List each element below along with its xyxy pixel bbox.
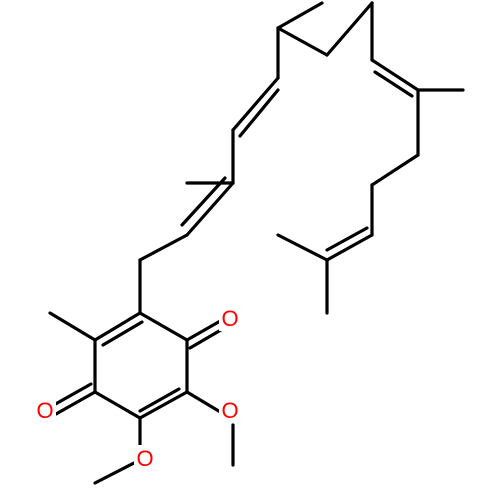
bond-layer [48, 1, 465, 485]
atom-label-layer: O O O O [34, 305, 241, 471]
methoxy-oxygen-right: O [219, 397, 241, 423]
ring-bond-c4-c5 [93, 390, 142, 420]
ketone-oxygen-upper-label: O [221, 306, 238, 331]
chain-bond-10 [370, 58, 420, 92]
chain-double-5 [238, 88, 280, 138]
methoxy-oxygen-left: O [134, 445, 156, 471]
chain-bond-8 [325, 1, 374, 57]
ketone-oxygen-upper: O [219, 305, 241, 331]
ring-bond-c1-c2 [138, 311, 189, 342]
chain-bond-7 [276, 1, 324, 30]
ketone-oxygen-lower: O [34, 397, 56, 423]
carbonyl-lower-b [50, 382, 93, 408]
ring-methyl-bond [48, 311, 97, 342]
chain-methyl-2 [276, 26, 329, 57]
terminal-methyl-a [276, 233, 329, 262]
methoxy-left-bond-2 [93, 461, 136, 485]
chain-bond-12 [370, 153, 420, 187]
chain-double-10 [373, 70, 414, 98]
ring-double-c1-c6 [101, 320, 144, 347]
chain-double-3 [180, 176, 227, 227]
carbonyl-lower-a [54, 390, 97, 416]
chain-bond-5 [231, 76, 280, 132]
carbonyl-upper-a [185, 318, 224, 342]
chain-bond-3 [185, 181, 235, 237]
ketone-oxygen-lower-label: O [36, 398, 53, 423]
chain-double-14 [325, 226, 369, 252]
methoxy-oxygen-left-label: O [136, 446, 153, 471]
ring-bond-c6-c1 [93, 311, 142, 342]
chain-bond-2 [138, 233, 189, 262]
methoxy-oxygen-right-label: O [221, 398, 238, 423]
methoxy-right-bond-1 [185, 390, 224, 415]
ring-double-c3-c4 [138, 387, 181, 413]
chain-bond-14 [325, 233, 374, 262]
ring-bond-c3-c4 [138, 390, 189, 420]
